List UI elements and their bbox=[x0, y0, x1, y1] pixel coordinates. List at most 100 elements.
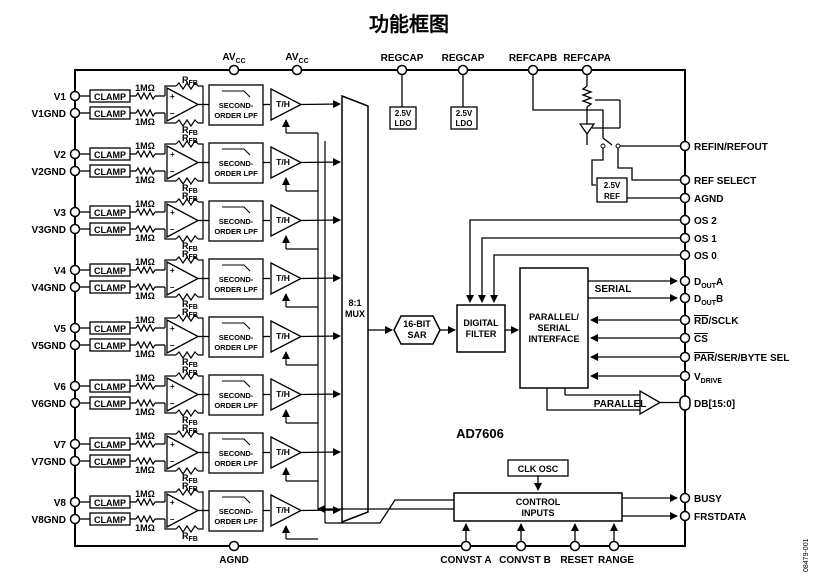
label-range: RANGE bbox=[598, 555, 634, 566]
pin-v2gnd bbox=[69, 165, 81, 177]
lpf-label-line1: SECOND- bbox=[219, 101, 254, 110]
label-regcap-2: REGCAP bbox=[442, 53, 485, 64]
rfb-label: RFB bbox=[182, 183, 198, 195]
resistor-icon bbox=[135, 497, 156, 507]
figure-code: 08479-001 bbox=[803, 538, 810, 572]
ldo-2-line2: LDO bbox=[456, 119, 473, 128]
resistor-label: 1MΩ bbox=[135, 489, 155, 499]
label-v2: V2 bbox=[54, 150, 67, 161]
ldo-block-1 bbox=[389, 106, 417, 130]
resistor-label: 1MΩ bbox=[135, 83, 155, 93]
mux-block: 8:1 MUX bbox=[341, 94, 369, 524]
iface-line1: PARALLEL/ bbox=[529, 312, 579, 322]
ref-switch-icon bbox=[602, 137, 613, 146]
track-hold-icon bbox=[270, 203, 303, 238]
th-label: T/H bbox=[276, 157, 290, 167]
digital-filter-block: DIGITAL FILTER bbox=[456, 304, 506, 353]
pin-v7 bbox=[69, 438, 81, 450]
amp-plus: + bbox=[170, 382, 175, 391]
amp-plus: + bbox=[170, 150, 175, 159]
lpf-response-icon bbox=[222, 90, 251, 98]
ldo-2-line1: 2.5V bbox=[456, 109, 473, 118]
label-os2: OS 2 bbox=[694, 216, 717, 227]
pin-avcc-2 bbox=[291, 64, 303, 76]
pin-v3gnd bbox=[69, 223, 81, 235]
track-hold-icon bbox=[270, 319, 303, 354]
filter-line1: DIGITAL bbox=[463, 318, 499, 328]
pin-agnd-bottom bbox=[228, 540, 240, 552]
resistor-label: 1MΩ bbox=[135, 175, 155, 185]
rfb-label: RFB bbox=[182, 191, 198, 203]
track-hold-icon bbox=[270, 145, 303, 180]
interface-box bbox=[519, 267, 589, 389]
ref-buffer-icon bbox=[578, 123, 596, 136]
rfb-label: RFB bbox=[182, 307, 198, 319]
interface-block: PARALLEL/ SERIAL INTERFACE bbox=[519, 267, 589, 389]
resistor-label: 1MΩ bbox=[135, 291, 155, 301]
ldo-blocks: 2.5V LDO 2.5V LDO bbox=[389, 75, 478, 130]
lpf-label-line1: SECOND- bbox=[219, 507, 254, 516]
rfb-resistor-icon bbox=[175, 524, 199, 534]
pin-agnd-right bbox=[679, 192, 691, 204]
amp-minus: – bbox=[170, 515, 175, 524]
pin-rd-sclk bbox=[679, 314, 691, 326]
parallel-bus-arrow bbox=[639, 389, 662, 416]
amp-plus: + bbox=[170, 498, 175, 507]
label-v1: V1 bbox=[54, 92, 67, 103]
rfb-resistor-icon bbox=[175, 255, 199, 265]
control-section: CLK OSC CONTROL INPUTS bbox=[317, 459, 678, 541]
channel-2: V2V2GNDCLAMPCLAMP1MΩ1MΩRFBRFB+–SECOND-OR… bbox=[32, 133, 341, 195]
ldo-1-line1: 2.5V bbox=[395, 109, 412, 118]
amp-plus: + bbox=[170, 208, 175, 217]
rfb-label: RFB bbox=[182, 481, 198, 493]
reference-section: 2.5V REF bbox=[532, 75, 680, 203]
label-v6: V6 bbox=[54, 382, 67, 393]
ref-line2: REF bbox=[604, 192, 620, 201]
lpf-box bbox=[208, 200, 264, 242]
rfb-label: RFB bbox=[182, 365, 198, 377]
amp-plus: + bbox=[170, 266, 175, 275]
pin-v4 bbox=[69, 264, 81, 276]
top-pins: AVCC AVCC REGCAP REGCAP REFCAPB REFCAPA bbox=[222, 52, 611, 76]
label-convst-b: CONVST B bbox=[499, 555, 551, 566]
pin-cs bbox=[679, 332, 691, 344]
rfb-label: RFB bbox=[182, 75, 198, 87]
resistor-label: 1MΩ bbox=[135, 431, 155, 441]
clamp-label: CLAMP bbox=[94, 324, 126, 334]
amplifier-icon bbox=[166, 376, 200, 413]
rfb-label: RFB bbox=[182, 531, 198, 543]
channel-6: V6V6GNDCLAMPCLAMP1MΩ1MΩRFBRFB+–SECOND-OR… bbox=[32, 365, 341, 427]
lpf-label-line2: ORDER LPF bbox=[214, 343, 258, 352]
clamp-label: CLAMP bbox=[94, 150, 126, 160]
lpf-label-line2: ORDER LPF bbox=[214, 401, 258, 410]
pin-v1gnd bbox=[69, 107, 81, 119]
resistor-icon bbox=[135, 381, 156, 391]
lpf-box bbox=[208, 258, 264, 300]
resistor-icon bbox=[135, 340, 156, 350]
bottom-pins: AGND CONVST A CONVST B RESET RANGE bbox=[219, 540, 634, 566]
resistor-label: 1MΩ bbox=[135, 373, 155, 383]
label-ref-select: REF SELECT bbox=[694, 176, 756, 187]
pin-range bbox=[608, 540, 620, 552]
label-v3: V3 bbox=[54, 208, 67, 219]
label-douta: DOUTA bbox=[694, 277, 723, 290]
amplifier-icon bbox=[166, 318, 200, 355]
clamp-label: CLAMP bbox=[94, 92, 126, 102]
rfb-resistor-icon bbox=[175, 292, 199, 302]
rfb-resistor-icon bbox=[175, 408, 199, 418]
amp-minus: – bbox=[170, 399, 175, 408]
rfb-resistor-icon bbox=[175, 176, 199, 186]
chip-outline bbox=[74, 69, 686, 547]
clamp-label: CLAMP bbox=[94, 457, 126, 467]
channel-paths: V1V1GNDCLAMPCLAMP1MΩ1MΩRFBRFB+–SECOND-OR… bbox=[32, 75, 341, 543]
label-v3gnd: V3GND bbox=[32, 225, 66, 236]
label-os1: OS 1 bbox=[694, 234, 717, 245]
rfb-resistor-icon bbox=[175, 466, 199, 476]
label-v6gnd: V6GND bbox=[32, 399, 66, 410]
lpf-box bbox=[208, 490, 264, 532]
pin-convst-b bbox=[515, 540, 527, 552]
amp-minus: – bbox=[170, 109, 175, 118]
lpf-label-line1: SECOND- bbox=[219, 159, 254, 168]
pin-os0 bbox=[679, 249, 691, 261]
